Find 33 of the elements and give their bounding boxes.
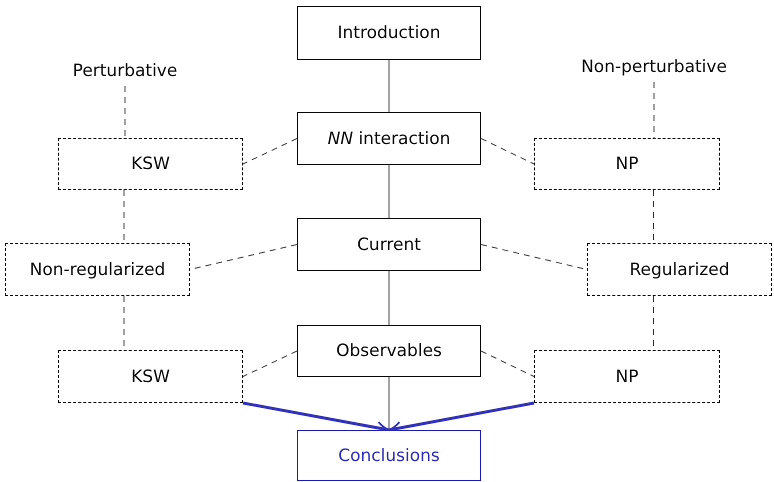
dashed-box	[58, 138, 243, 190]
connector-line	[480, 350, 534, 377]
process-box	[297, 112, 481, 165]
connector-line	[480, 138, 534, 164]
connector-line	[388, 376, 390, 430]
node-label: Current	[357, 234, 421, 254]
node-label: Observables	[336, 341, 442, 361]
process-box	[297, 6, 481, 60]
connector-line	[242, 138, 298, 164]
connector-line	[388, 164, 390, 218]
node-label: Perturbative	[72, 61, 178, 81]
dashed-box	[534, 138, 720, 190]
connector-line	[388, 270, 390, 326]
connector-line	[388, 60, 390, 112]
connector-line	[124, 86, 126, 138]
connector-line	[242, 350, 298, 377]
dashed-box	[5, 243, 190, 296]
process-box	[297, 218, 481, 271]
node-label: Non-perturbative	[581, 57, 727, 77]
dashed-box	[587, 243, 772, 296]
dashed-box	[58, 350, 243, 403]
node-label: Introduction	[338, 23, 440, 43]
node-label: NP	[616, 154, 638, 174]
process-box	[297, 325, 481, 377]
node-label: Regularized	[629, 260, 730, 280]
process-box	[297, 430, 481, 481]
node-label: NP	[616, 366, 638, 386]
node-label: KSW	[131, 154, 170, 174]
node-label: NN interaction	[328, 128, 450, 148]
dashed-box	[534, 350, 720, 403]
node-label: Conclusions	[338, 446, 440, 466]
node-label: KSW	[131, 366, 170, 386]
node-label: Non-regularized	[30, 260, 166, 280]
